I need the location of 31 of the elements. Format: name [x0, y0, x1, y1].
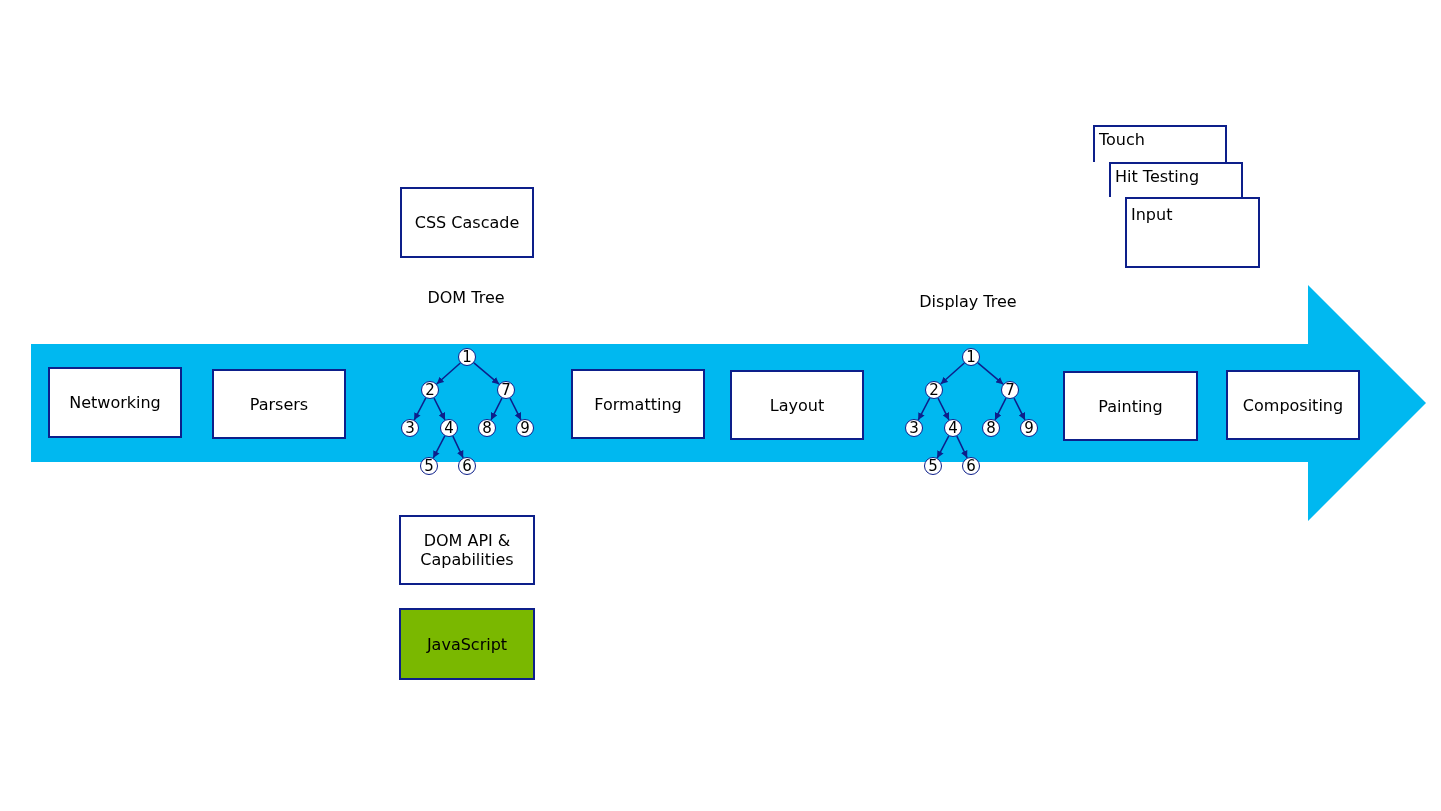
process-box: Layout	[730, 370, 864, 440]
arrow	[939, 362, 966, 385]
arrow	[1013, 397, 1026, 421]
process-box: Networking	[48, 367, 182, 438]
arrow	[936, 435, 950, 459]
arrow	[433, 397, 446, 421]
arrow	[490, 397, 503, 421]
tree-title: DOM Tree	[426, 288, 506, 307]
process-box: Compositing	[1226, 370, 1360, 440]
process-box: DOM API & Capabilities	[399, 515, 535, 585]
arrow	[509, 397, 522, 421]
process-box: Input	[1125, 197, 1260, 268]
process-box: Hit Testing	[1109, 162, 1243, 197]
arrow	[956, 435, 968, 459]
arrow-band	[31, 285, 1426, 521]
arrow	[937, 397, 950, 421]
arrow	[452, 435, 464, 459]
process-box: Touch	[1093, 125, 1227, 162]
arrow	[977, 362, 1004, 385]
arrow	[473, 362, 500, 385]
arrow	[432, 435, 446, 459]
arrow	[917, 397, 931, 421]
arrow	[994, 397, 1007, 421]
process-box: Parsers	[212, 369, 346, 439]
process-box: CSS Cascade	[400, 187, 534, 258]
process-box: Painting	[1063, 371, 1198, 441]
arrow	[413, 397, 427, 421]
arrow	[435, 362, 462, 385]
process-box: JavaScript	[399, 608, 535, 680]
tree-title: Display Tree	[918, 292, 1018, 311]
process-box: Formatting	[571, 369, 705, 439]
